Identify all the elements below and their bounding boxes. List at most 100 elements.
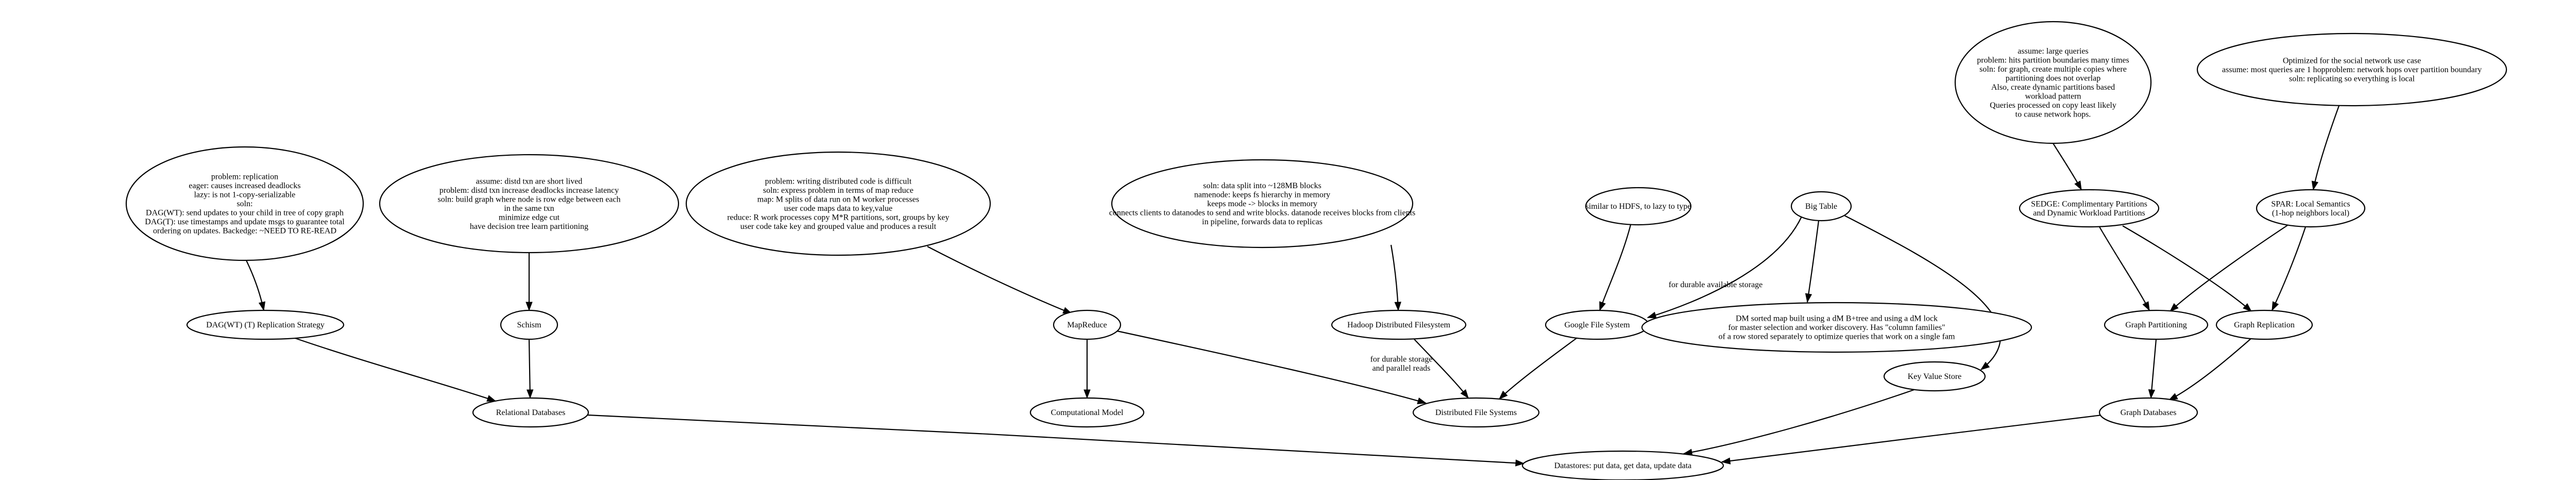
node-ellipse (1111, 159, 1414, 249)
node-label-line: Distributed File Systems (1435, 408, 1517, 417)
edge-schism-to-rdb (528, 339, 531, 399)
arrowhead-spar-to-gr (2272, 301, 2279, 311)
node-gfs-note: similar to HDFS, to lazy to type (1585, 187, 1692, 226)
arrowhead-bt-to-gfs (1647, 311, 1657, 319)
node-label-line: assume: most queries are 1 hopproblem: n… (2222, 65, 2482, 74)
node-label-line: DAG(T): use timestamps and update msgs t… (145, 218, 345, 226)
node-label: MapReduce (1067, 321, 1107, 329)
node-dag-strategy: DAG(WT) (T) Replication Strategy (186, 309, 345, 340)
node-label-line: (1-hop neighbors local) (2272, 209, 2349, 218)
node-ellipse (2098, 397, 2198, 428)
node-ellipse (1521, 450, 1724, 480)
arrowhead-gfsnote-to-gfs (1599, 301, 1606, 311)
node-label-line: Also, create dynamic partitions based (1991, 83, 2115, 92)
node-label-line: for master selection and worker discover… (1728, 323, 1945, 332)
node-label-line: connects clients to datanodes to send an… (1109, 209, 1415, 218)
node-ellipse (2215, 309, 2313, 340)
node-bigtable-note: DM sorted map built using a dM B+tree an… (1641, 302, 2032, 353)
edge-label-line: for durable available storage (1669, 280, 1763, 289)
node-label-line: problem: replication (211, 173, 278, 181)
node-label-line: Hadoop Distributed Filesystem (1347, 321, 1451, 329)
node-label-line: Schism (517, 321, 541, 329)
arrowhead-dag-to-rdb (486, 395, 497, 402)
node-spar: SPAR: Local Semantics(1-hop neighbors lo… (2256, 189, 2366, 228)
node-ellipse (1883, 361, 1986, 392)
node-label-line: and Dynamic Workload Partitions (2033, 209, 2145, 218)
arrowhead-sedge-to-gr (2243, 303, 2252, 312)
node-label: DAG(WT) (T) Replication Strategy (206, 321, 325, 329)
node-label-line: problem: distd txn increase deadlocks in… (439, 186, 619, 195)
edge-hdfsnote-to-hdfs (1390, 244, 1399, 311)
edge-spar-to-gr (2272, 226, 2307, 311)
node-label-line: problem: hits partition boundaries many … (1977, 56, 2129, 64)
node-label-line: of a row stored separately to optimize q… (1719, 333, 1956, 341)
node-ellipse (1585, 187, 1692, 226)
node-label-line: MapReduce (1067, 321, 1107, 329)
node-label: Key Value Store (1908, 372, 1962, 381)
edge-label-line: for durable storage (1370, 355, 1433, 363)
node-label-line: SPAR: Local Semantics (2271, 200, 2350, 208)
node-ellipse (2019, 189, 2160, 228)
node-label-line: similar to HDFS, to lazy to type (1586, 202, 1691, 211)
node-label-line: keeps mode -> blocks in memory (1207, 200, 1317, 208)
node-label: Datastores: put data, get data, update d… (1554, 461, 1692, 470)
node-label-line: Computational Model (1051, 408, 1124, 417)
node-label-line: workload pattern (2025, 92, 2081, 101)
node-label-line: assume: large queries (2018, 47, 2088, 56)
node-label-line: reduce: R work processes copy M*R partit… (727, 213, 949, 222)
edge-label-line: and parallel reads (1372, 364, 1431, 373)
arrowhead-gdb-to-ds (1721, 457, 1731, 465)
arrowhead-sparnote-to-spar (2311, 180, 2318, 191)
node-label-line: assume: distd txn are short lived (476, 177, 583, 186)
node-label-line: namenode: keeps fs hierarchy in memory (1194, 191, 1330, 200)
node-label-line: DAG(WT) (T) Replication Strategy (206, 321, 325, 329)
arrowhead-mr-to-dfs (1417, 397, 1427, 404)
arrowhead-hdfs-to-dfs (1460, 389, 1469, 399)
edge-sparnote-to-spar (2312, 105, 2340, 190)
node-computational-model: Computational Model (1029, 397, 1145, 428)
node-label-line: soln: data split into ~128MB blocks (1203, 181, 1321, 190)
node-ellipse (1053, 309, 1122, 340)
node-ellipse (2256, 189, 2366, 228)
node-label-line: soln: express problem in terms of map re… (763, 186, 913, 195)
arrowhead-bt-to-btnote (1805, 293, 1812, 303)
arrowhead-bt-to-kv (1980, 361, 1990, 370)
node-label-line: Graph Databases (2121, 408, 2177, 417)
node-mapreduce: MapReduce (1053, 309, 1122, 340)
node-label-line: soln: replicating so everything is local (2289, 75, 2415, 84)
node-label-line: SEDGE: Complimentary Partitions (2031, 200, 2147, 208)
node-ellipse (2104, 309, 2209, 340)
node-label-line: Big Table (1805, 202, 1837, 211)
node-bigtable: Big Table (1790, 191, 1852, 222)
node-label: Graph Partitioning (2125, 321, 2187, 329)
node-ellipse (1029, 397, 1145, 428)
node-label-line: problem: writing distributed code is dif… (765, 177, 912, 186)
node-ellipse (1641, 302, 2032, 353)
node-label-line: partitioning does not overlap (2006, 74, 2100, 82)
edge-sedge-to-gp (2099, 226, 2150, 311)
node-ellipse (379, 154, 680, 254)
node-label: SPAR: Local Semantics(1-hop neighbors lo… (2271, 200, 2350, 218)
node-label-line: user code maps data to key,value (784, 204, 892, 213)
node-label: Relational Databases (496, 408, 566, 417)
arrowhead-gp-to-gdb (2148, 389, 2156, 399)
edge-gr-to-gdb (2168, 338, 2252, 401)
node-label: Graph Databases (2121, 408, 2177, 417)
arrowhead-sedge-to-gp (2142, 301, 2150, 311)
node-label-line: soln: (236, 200, 252, 208)
node-label: problem: writing distributed code is dif… (727, 177, 949, 231)
node-schism: Schism (500, 309, 558, 340)
node-ellipse (186, 309, 345, 340)
node-label-line: in the same txn (504, 204, 554, 213)
node-graph-partitioning: Graph Partitioning (2104, 309, 2209, 340)
node-label-line: have decision tree learn partitioning (470, 222, 588, 231)
arrowhead-rdb-to-ds (1515, 459, 1525, 467)
edge-gfs-to-dfs (1499, 338, 1577, 400)
edge-gp-to-gdb (2150, 339, 2157, 399)
node-label: Schism (517, 321, 541, 329)
